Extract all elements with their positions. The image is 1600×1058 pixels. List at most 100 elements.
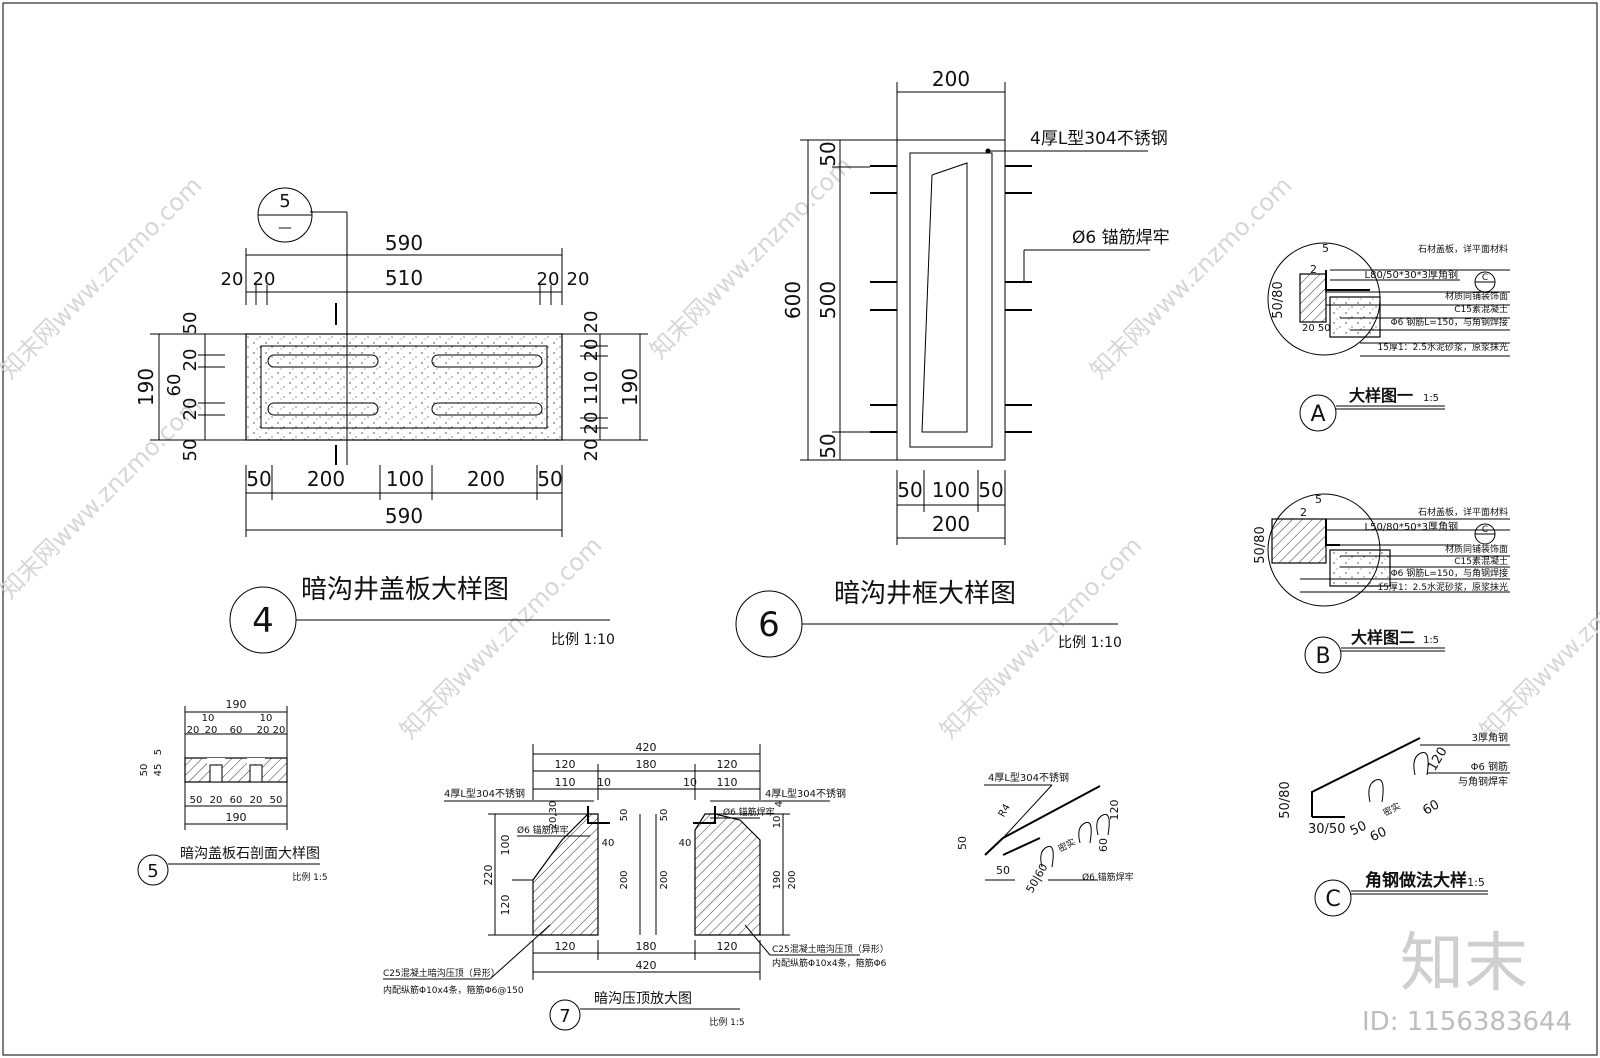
dim-bot-100: 100	[932, 478, 970, 502]
dim: 60	[1420, 797, 1442, 818]
dim: 60	[230, 795, 243, 806]
dim: 5	[153, 749, 164, 755]
dim: 120	[717, 940, 738, 953]
dim: 120	[1108, 800, 1121, 821]
detail-scale: 比例 1:10	[551, 632, 615, 648]
detail-title: 暗沟井框大样图	[834, 579, 1016, 609]
watermark-text: 知末网www.znzmo.com	[644, 151, 857, 364]
dim-left-total: 600	[781, 281, 805, 319]
dim: 45	[153, 764, 164, 777]
note: Ø6 锚筋焊牢	[1082, 871, 1134, 883]
detail-scale: 1:5	[1467, 876, 1485, 889]
dim-right-110: 110	[581, 371, 602, 405]
dim: 60	[1368, 825, 1389, 846]
note: 材质同铺装饰面	[1445, 543, 1508, 555]
ref-label: C	[1482, 273, 1488, 283]
dim: 190	[772, 870, 783, 889]
detail-scale: 比例 1:5	[709, 1016, 744, 1028]
dim: 20	[257, 725, 270, 736]
dim-top-20: 20	[253, 269, 276, 290]
dim: 180	[636, 758, 657, 771]
dim-top-20: 20	[537, 269, 560, 290]
dim-left-50: 50	[180, 439, 201, 462]
dim-height: 50/80	[1278, 781, 1293, 818]
dim: 40	[679, 838, 692, 849]
dim: 20 50	[1302, 323, 1331, 334]
dim-left-20: 20	[180, 398, 201, 421]
dim-top-20: 20	[567, 269, 590, 290]
dim: 50	[270, 795, 283, 806]
note: Ø6 锚筋焊牢	[517, 824, 569, 836]
dim-bot-50: 50	[537, 467, 562, 491]
detail-title: 大样图二	[1351, 628, 1415, 647]
dim: 50	[996, 864, 1010, 877]
detail-scale: 1:5	[1423, 393, 1439, 404]
dim: 100	[499, 835, 512, 856]
dim: 10	[597, 776, 611, 789]
dim: 420	[636, 741, 657, 754]
dim: R4	[997, 802, 1013, 819]
detail-scale: 1:5	[1423, 635, 1439, 646]
note: Φ6 钢筋L=150，与角钢焊接	[1391, 316, 1508, 328]
dim-left-50: 50	[816, 141, 840, 166]
detail-a: 石材盖板，详平面材料 L80/50*30*3厚角钢 C 材质同铺装饰面 C15素…	[1267, 242, 1510, 432]
note: C15素混凝土	[1454, 303, 1508, 315]
note: 石材盖板，详平面材料	[1418, 243, 1508, 255]
detail-title: 角钢做法大样	[1365, 870, 1467, 891]
dim-right-20: 20	[581, 412, 602, 435]
dim: 4	[774, 801, 785, 807]
dim-top: 200	[932, 67, 970, 91]
detail-7-coping: 420 120 180 120 110 10 10 110 120 180 12…	[383, 741, 889, 1031]
dim: 120	[499, 895, 512, 916]
dim: 2	[1310, 263, 1317, 276]
dim: 30/50	[1308, 822, 1345, 837]
callout-sheet: —	[278, 220, 292, 236]
detail-5-stone-section: 190 10 10 20 20 60 20 20 50 20 60 20 50 …	[137, 698, 328, 886]
note: 15厚1：2.5水泥砂浆，原浆抹光	[1378, 341, 1509, 353]
dim-left-500: 500	[816, 281, 840, 319]
note: Φ6 钢筋L=150，与角钢焊接	[1391, 567, 1508, 579]
dim: 2	[1300, 506, 1307, 519]
dim: 20	[250, 795, 263, 806]
note: 与角钢焊牢	[1458, 775, 1508, 788]
note-steel: 4厚L型304不锈钢	[1030, 129, 1168, 149]
dim: 200	[659, 870, 670, 889]
dim-left-20: 20	[180, 349, 201, 372]
note: 15厚1：2.5水泥砂浆，原浆抹光	[1378, 581, 1509, 593]
dim-top-mid: 510	[385, 266, 423, 290]
detail-angle-steel: 4厚L型304不锈钢 Ø6 锚筋焊牢 50 50 50|60 120 60 R4…	[956, 771, 1134, 895]
dim: 40	[602, 838, 615, 849]
dim: 20,30	[548, 801, 559, 830]
dim: 50	[190, 795, 203, 806]
watermark-id: ID: 1156383644	[1362, 1007, 1572, 1037]
dim-bot-total: 590	[385, 504, 423, 528]
detail-title: 大样图一	[1349, 386, 1413, 405]
watermark-text: 知末网www.znzmo.com	[1084, 171, 1297, 384]
dim-bot-50: 50	[897, 478, 922, 502]
dim-top: 190	[226, 698, 247, 711]
dim: 110	[717, 776, 738, 789]
dim-left-60: 60	[164, 374, 185, 397]
note: L80/50*30*3厚角钢	[1365, 268, 1458, 281]
note: L50/80*50*3厚角钢	[1365, 520, 1458, 533]
dim: 110	[555, 776, 576, 789]
dim-left-50: 50	[816, 433, 840, 458]
detail-number: 6	[758, 605, 780, 645]
dim: 60	[1097, 838, 1110, 852]
note: 内配纵筋Φ10x4条，箍筋Φ6	[772, 957, 887, 969]
dim: 20	[187, 725, 200, 736]
dim-bot-50: 50	[246, 467, 271, 491]
dim: 120	[1425, 745, 1450, 774]
label: 密实	[1381, 800, 1402, 819]
dim-right-20: 20	[581, 311, 602, 334]
dim: 120	[555, 940, 576, 953]
note: 4厚L型304不锈钢	[988, 771, 1069, 784]
dim-left-50: 50	[180, 312, 201, 335]
detail-number: 7	[559, 1006, 570, 1027]
detail-c: 3厚角钢 Φ6 钢筋 与角钢焊牢 50/80 30/50 50 60 120 6…	[1278, 731, 1510, 917]
dim: 120	[555, 758, 576, 771]
dim-right-20: 20	[581, 339, 602, 362]
detail-title: 暗沟井盖板大样图	[301, 575, 509, 605]
